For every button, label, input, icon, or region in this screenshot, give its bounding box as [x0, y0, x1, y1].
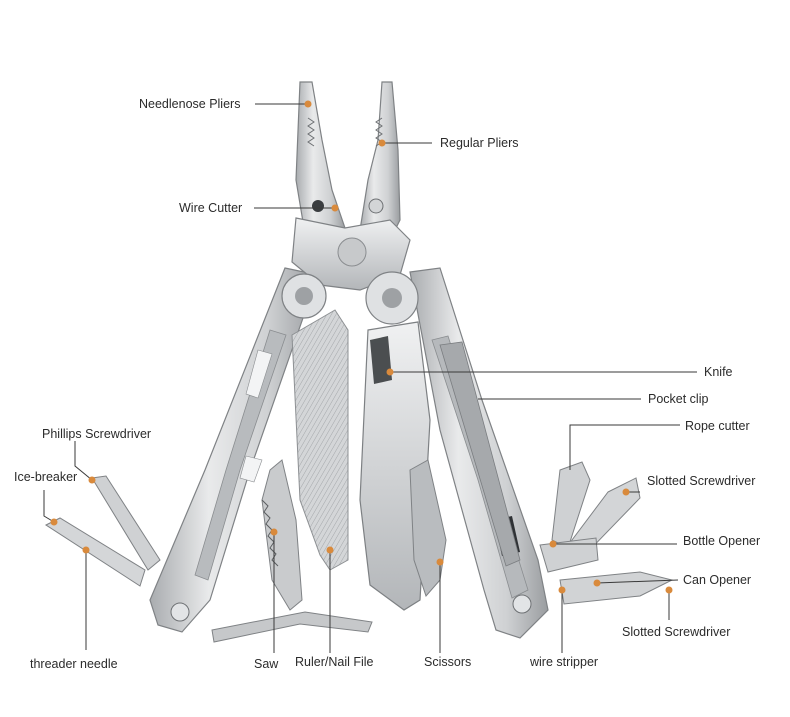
leader-can — [596, 579, 679, 584]
bottle-opener-tool — [539, 537, 599, 573]
dot-needlenose — [304, 100, 312, 108]
head-pivot — [337, 237, 367, 267]
dot-ice-breaker — [50, 518, 58, 526]
label-threader-needle: threader needle — [30, 657, 118, 671]
knife-blade — [359, 321, 431, 611]
dot-slotted-bottom — [665, 586, 673, 594]
label-ruler-nail-file: Ruler/Nail File — [295, 655, 374, 669]
label-regular-pliers: Regular Pliers — [440, 136, 519, 150]
pocket-clip — [439, 341, 521, 567]
label-knife: Knife — [704, 365, 733, 379]
dot-threader — [82, 546, 90, 554]
can-opener-tool — [559, 571, 674, 605]
ruler-file — [291, 309, 349, 571]
needlenose-jaw — [295, 81, 346, 241]
dot-slotted-top — [622, 488, 630, 496]
multitool-illustration — [44, 81, 674, 643]
dot-bottle — [549, 540, 557, 548]
label-scissors: Scissors — [424, 655, 471, 669]
label-needlenose-pliers: Needlenose Pliers — [139, 97, 240, 111]
lanyard-ring — [211, 611, 373, 643]
dot-regular — [378, 139, 386, 147]
label-ice-breaker: Ice-breaker — [14, 470, 77, 484]
saw-blade — [261, 459, 303, 611]
callout-dots — [50, 100, 673, 594]
label-phillips-screwdriver: Phillips Screwdriver — [42, 427, 151, 441]
dot-can — [593, 579, 601, 587]
ice-breaker-tool — [91, 475, 161, 571]
regular-jaw — [359, 81, 401, 241]
label-wire-stripper: wire stripper — [529, 655, 598, 669]
rope-cutter-tool — [551, 461, 591, 549]
dot-wire-cutter — [331, 204, 339, 212]
leader-phillips — [74, 441, 93, 481]
label-can-opener: Can Opener — [683, 573, 751, 587]
callout-labels: Needlenose Pliers Regular Pliers Wire Cu… — [14, 97, 760, 671]
label-saw: Saw — [254, 657, 279, 671]
leader-lines — [43, 103, 697, 653]
dot-knife — [386, 368, 394, 376]
dot-wire-stripper — [558, 586, 566, 594]
label-wire-cutter: Wire Cutter — [179, 201, 242, 215]
left-handle-inner — [194, 329, 287, 581]
dot-phillips — [88, 476, 96, 484]
leader-rope-cutter — [569, 424, 680, 470]
label-bottle-opener: Bottle Opener — [683, 534, 760, 548]
leader-ice-breaker — [43, 490, 55, 523]
label-slotted-screwdriver-top: Slotted Screwdriver — [647, 474, 755, 488]
dot-saw — [270, 528, 278, 536]
label-rope-cutter: Rope cutter — [685, 419, 750, 433]
dot-ruler — [326, 546, 334, 554]
label-slotted-screwdriver-bottom: Slotted Screwdriver — [622, 625, 730, 639]
dot-scissors — [436, 558, 444, 566]
label-pocket-clip: Pocket clip — [648, 392, 708, 406]
